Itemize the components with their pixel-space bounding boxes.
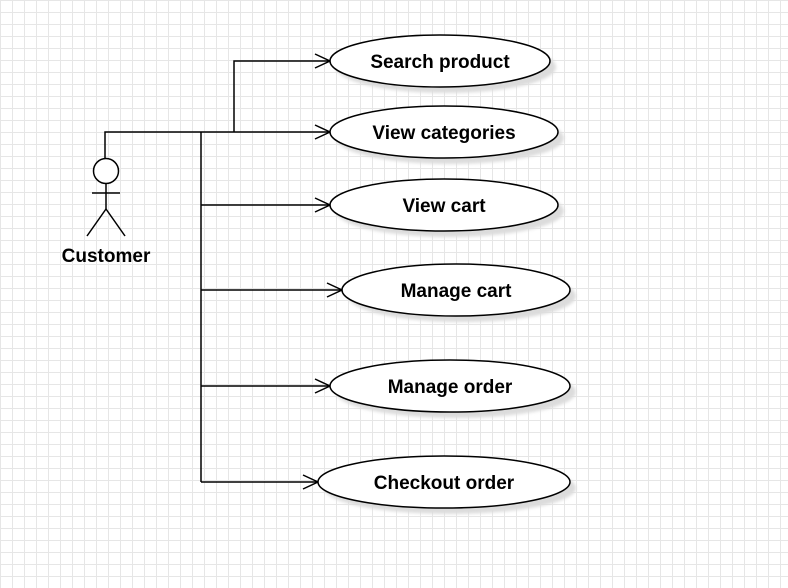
associations — [104, 60, 342, 483]
use-case-manage-cart[interactable]: Manage cart — [341, 263, 576, 322]
use-case-label: View categories — [372, 123, 515, 144]
use-case-view-cart[interactable]: View cart — [329, 178, 564, 237]
use-case-search-product[interactable]: Search product — [329, 34, 556, 93]
use-case-view-categories[interactable]: View categories — [329, 105, 564, 164]
actor-connector — [104, 131, 234, 158]
use-case-ellipse — [341, 263, 571, 317]
use-case-ellipse — [317, 455, 571, 509]
use-case-manage-order[interactable]: Manage order — [329, 359, 576, 418]
actor-name: Customer — [62, 246, 151, 267]
use-case-ellipse — [329, 105, 559, 159]
actor-customer[interactable]: Customer — [62, 157, 151, 268]
use-case-label: Search product — [370, 52, 510, 73]
use-case-label: Manage cart — [401, 281, 513, 302]
actor-right-leg — [105, 208, 126, 237]
use-case-ellipse — [329, 359, 571, 413]
use-case-label: View cart — [402, 196, 486, 217]
use-case-ellipse — [329, 178, 559, 232]
assoc-search-product — [233, 60, 330, 132]
actor-left-leg — [86, 208, 107, 237]
arrowheads — [302, 53, 344, 490]
use-case-checkout-order[interactable]: Checkout order — [317, 455, 576, 514]
use-case-label: Manage order — [388, 377, 513, 398]
actor-head — [92, 157, 120, 185]
use-case-ellipse — [329, 34, 551, 88]
use-case-label: Checkout order — [374, 473, 515, 494]
